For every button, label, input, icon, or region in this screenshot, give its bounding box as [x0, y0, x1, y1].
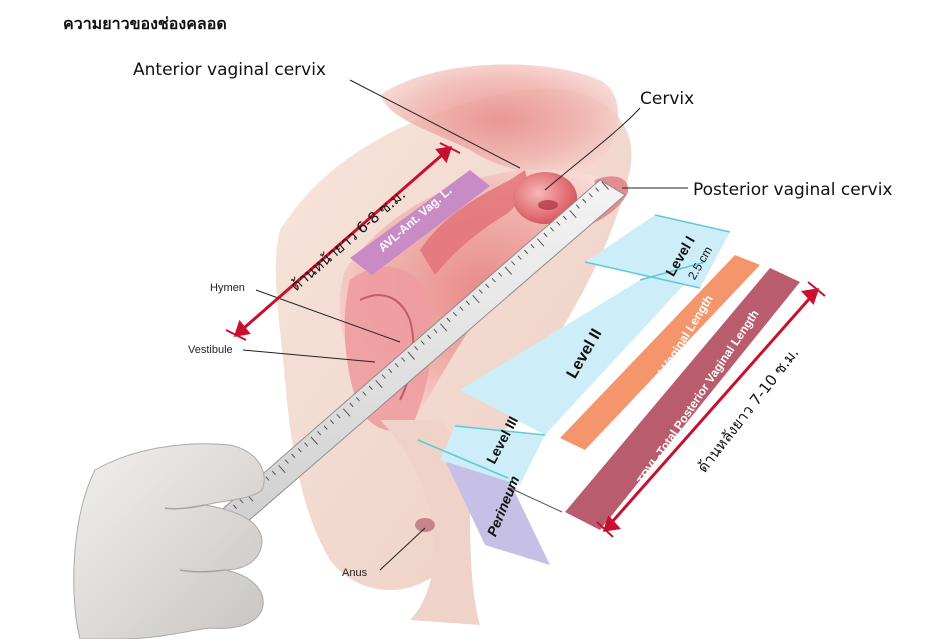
ruler-tick	[536, 238, 545, 247]
ruler-tick	[562, 215, 567, 221]
ruler-tick	[549, 227, 554, 232]
ruler-tick	[595, 187, 600, 192]
ruler-tick	[239, 499, 244, 504]
ruler-tick	[511, 261, 516, 266]
ruler-tick	[336, 414, 341, 419]
leader-cervix	[544, 107, 641, 191]
ruler-tick	[304, 442, 309, 447]
ruler-tick	[601, 181, 609, 190]
label-anterior-vaginal-cervix: Anterior vaginal cervix	[133, 60, 326, 80]
ruler-tick	[368, 385, 373, 391]
leader-anterior-cervix	[349, 79, 521, 169]
measurement-arrows	[225, 142, 826, 538]
level3-band	[440, 426, 545, 485]
ruler-tick	[355, 397, 360, 402]
ruler-tick	[556, 221, 561, 226]
ruler-tick	[362, 391, 367, 396]
ruler-tick	[543, 232, 548, 238]
ruler-tick	[504, 266, 512, 275]
ruler-tick	[569, 210, 577, 219]
ruler-tick	[575, 204, 580, 209]
ruler-tick	[349, 402, 354, 408]
ruler-tick	[485, 283, 490, 289]
leader-hymen	[255, 289, 401, 343]
avl-band	[350, 170, 490, 275]
ruler-tick	[491, 278, 496, 283]
posterior-length-arrow	[603, 289, 819, 531]
label-cervix: Cervix	[640, 89, 695, 109]
perineum-band	[445, 460, 550, 565]
tvl-band	[560, 255, 760, 450]
ruler-tick	[446, 317, 451, 323]
ruler-tick	[524, 249, 529, 255]
ruler-tick	[297, 448, 302, 453]
ruler-tick	[582, 198, 587, 204]
ruler-tick	[465, 300, 470, 306]
ruler-tick	[498, 272, 503, 277]
ruler-tick	[342, 408, 351, 417]
tpvl-band	[565, 268, 800, 530]
ruler-tick	[478, 289, 483, 294]
label-hymen: Hymen	[210, 282, 245, 294]
ruler-tick	[310, 436, 318, 445]
ruler-tick	[401, 357, 406, 362]
ruler-tick	[291, 453, 296, 459]
ruler-tick	[414, 346, 419, 351]
ruler-tick	[530, 244, 535, 249]
level2-band	[460, 262, 705, 435]
cervix-shape	[513, 172, 577, 224]
ruler-tick	[517, 255, 522, 260]
label-posterior-vaginal-cervix: Posterior vaginal cervix	[693, 180, 893, 200]
anterior-length-arrow	[235, 146, 451, 337]
ruler-tick	[439, 323, 448, 332]
ruler-tick	[459, 306, 464, 311]
leader-anus	[379, 527, 426, 571]
perineum-leader	[509, 487, 563, 513]
ruler-tick	[271, 470, 276, 476]
ruler-tick	[427, 334, 432, 340]
ruler-tick	[407, 351, 415, 360]
anterior-wall	[420, 170, 527, 275]
leader-vestibule	[242, 349, 376, 363]
label-anus: Anus	[342, 567, 368, 579]
ruler-tick	[317, 431, 322, 436]
ruler-tick	[452, 312, 457, 317]
ruler-tick	[420, 340, 425, 345]
ruler-tick	[284, 459, 289, 464]
anus-shape	[415, 518, 435, 532]
ruler-tick	[323, 425, 328, 430]
ruler-tick	[588, 193, 593, 198]
ruler-tick	[394, 363, 399, 368]
ruler-tick	[472, 295, 480, 304]
page-title: ความยาวของช่องคลอด	[63, 14, 227, 33]
ruler-tick	[330, 419, 335, 425]
ruler-tick	[233, 504, 238, 510]
label-vestibule: Vestibule	[188, 344, 233, 356]
level-lines	[417, 214, 731, 479]
ruler-tick	[381, 374, 386, 379]
leader-lines	[242, 79, 688, 571]
ruler-tick	[278, 465, 286, 474]
ruler-tick	[433, 329, 438, 334]
ruler-tick	[388, 368, 393, 374]
hand	[73, 443, 265, 639]
uterus-shape	[380, 64, 619, 177]
ruler-tick	[265, 476, 270, 481]
ruler-tick	[375, 380, 383, 389]
